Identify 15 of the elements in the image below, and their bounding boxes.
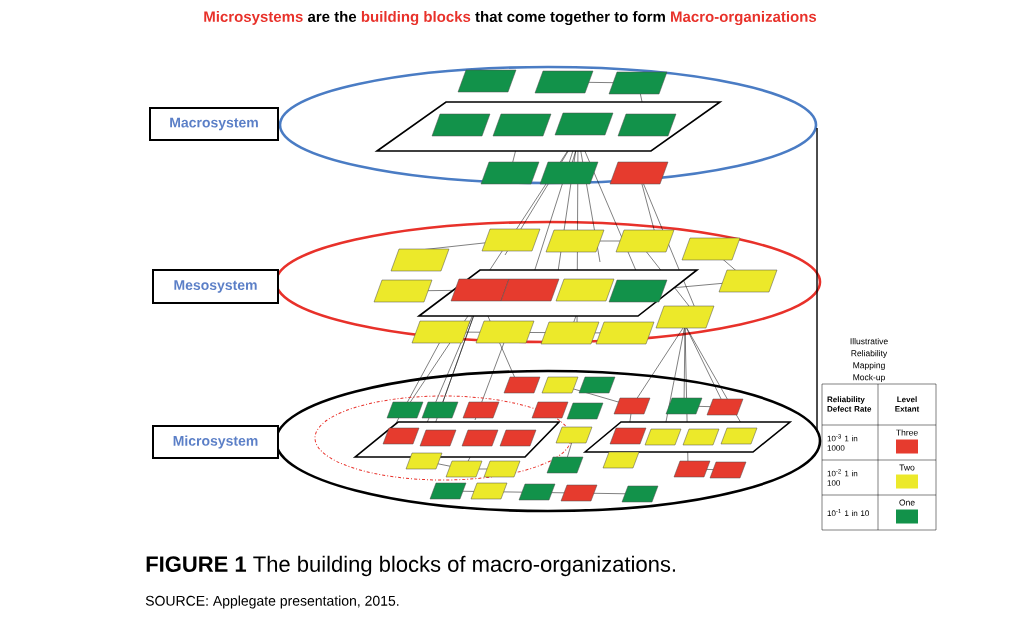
level-label: One (899, 499, 915, 506)
system-label-box: Mesosystem (152, 269, 279, 304)
rate-cell: 10$^{-1}$ 1 in 10 (827, 509, 869, 516)
system-label-box: Microsystem (152, 425, 279, 459)
system-label-box: Macrosystem (149, 107, 279, 141)
rate-cell: 10$^{-3}$ 1 in 1000 (827, 434, 858, 451)
caption: FIGURE 1 The building blocks of macro-organizations. (146, 555, 675, 577)
title: Microsystems are the building blocks that come together to form Macro-organizations (204, 11, 817, 26)
level-label: Two (899, 464, 915, 471)
column-header: Level Extant (895, 396, 920, 412)
level-label: Three (896, 429, 918, 436)
rate-cell: 10$^{-2}$ 1 in 100 (827, 469, 858, 486)
source-note: SOURCE: Applegate presentation, 2015. (145, 595, 399, 609)
column-header: Reliability Defect Rate (827, 396, 872, 412)
table-title: Illustrative Reliability Mapping Mock-up (850, 338, 888, 382)
